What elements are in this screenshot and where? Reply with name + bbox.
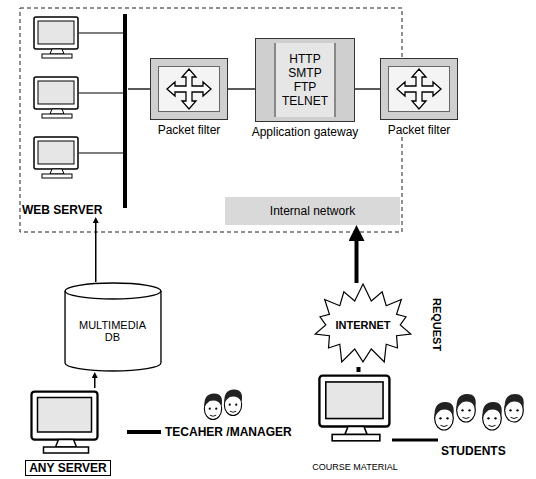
- four-way-arrow: [167, 69, 211, 109]
- computer-icon: [34, 77, 78, 118]
- node-text: MULTIMEDIA DB: [76, 319, 150, 343]
- connector: [128, 88, 150, 89]
- bus-tap: [79, 92, 124, 93]
- node-body: [151, 59, 227, 119]
- node-heading: Packet filter: [156, 123, 223, 137]
- connector: [228, 88, 255, 89]
- connector: [95, 222, 97, 282]
- user-wire: [392, 439, 438, 442]
- four-way-arrow: [397, 69, 441, 109]
- web-server: WEB SERVER: [22, 12, 128, 217]
- network-boundary: [20, 8, 402, 232]
- internet-cloud: INTERNET: [313, 283, 413, 367]
- connector: [357, 367, 361, 372]
- person-icon: [224, 390, 242, 416]
- filter-symbol: [159, 67, 219, 111]
- node-text: ANY SERVER: [25, 460, 111, 476]
- person-icon: [483, 402, 502, 430]
- burst-shape: [315, 284, 411, 362]
- cylinder-body: [65, 283, 161, 371]
- computer-icon: [34, 17, 78, 58]
- database-cylinder: MULTIMEDIA DB: [64, 282, 162, 372]
- network-band: Internal network: [225, 197, 400, 225]
- computer-icon: [32, 392, 98, 454]
- packet-filter: Packet filter: [380, 58, 458, 120]
- bus-line: [123, 14, 127, 208]
- computer-icon: [319, 376, 389, 441]
- node-heading: Application gateway: [250, 125, 361, 139]
- person-icon: [435, 402, 454, 430]
- node-text: WEB SERVER: [22, 203, 102, 217]
- cylinder-rim: [65, 291, 161, 299]
- client-computer: COURSE MATERIAL: [306, 372, 404, 472]
- node-text: HTTP SMTP FTP TELNET: [278, 52, 332, 108]
- bus-tap: [79, 32, 124, 33]
- connector: [355, 238, 359, 283]
- application-gateway: HTTP SMTP FTP TELNETApplication gateway: [255, 38, 355, 122]
- node-body: Internal network: [225, 197, 400, 225]
- node-heading: Packet filter: [386, 123, 453, 137]
- flow-label: REQUEST: [431, 298, 443, 351]
- node-text: COURSE MATERIAL: [312, 462, 397, 472]
- person-icon: [457, 394, 476, 422]
- server-computer: ANY SERVER: [10, 388, 126, 476]
- node-body: MULTIMEDIA DB: [64, 282, 162, 372]
- node-body: COURSE MATERIAL: [306, 372, 404, 472]
- connector: [94, 377, 96, 388]
- person-icon: [204, 394, 222, 420]
- packet-filter: Packet filter: [150, 58, 228, 120]
- node-body: ANY SERVER: [10, 388, 126, 476]
- group-label: STUDENTS: [441, 444, 506, 458]
- node-text: INTERNET: [336, 319, 391, 331]
- role-label: TECAHER /MANAGER: [165, 425, 292, 439]
- node-body: INTERNET: [313, 283, 413, 367]
- node-body: [381, 59, 457, 119]
- node-text: Internal network: [270, 204, 355, 218]
- node-body: WEB SERVER: [22, 12, 128, 217]
- user-wire: [127, 430, 161, 434]
- filter-panel: [158, 66, 220, 112]
- connector: [355, 88, 380, 89]
- computer-icon: [34, 137, 78, 178]
- filter-panel: [388, 66, 450, 112]
- protocol-panel: HTTP SMTP FTP TELNET: [274, 43, 336, 117]
- filter-symbol: [389, 67, 449, 111]
- bus-tap: [79, 152, 124, 153]
- person-icon: [505, 394, 524, 422]
